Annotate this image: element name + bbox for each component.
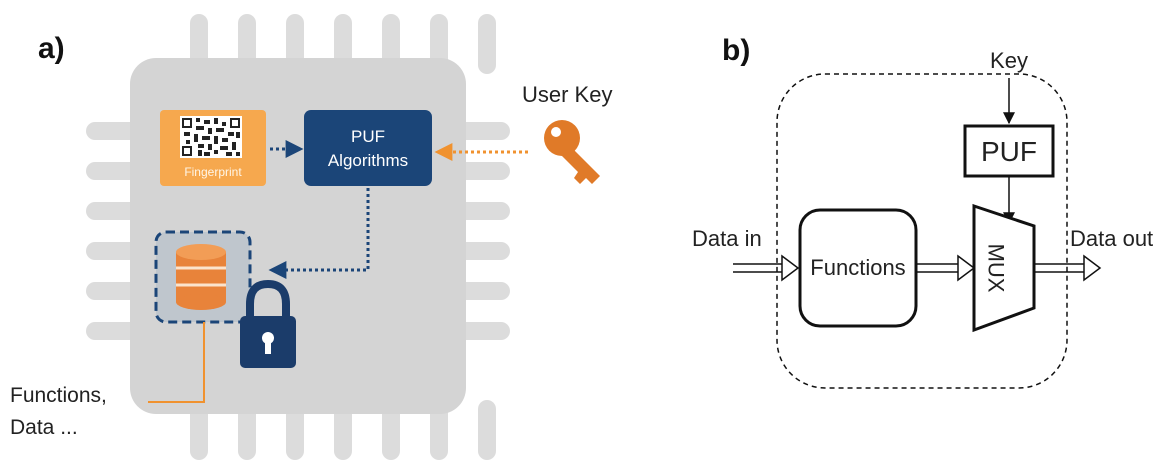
mux-block	[972, 203, 1036, 333]
functions-data-line	[148, 322, 205, 403]
fingerprint-label: Fingerprint	[184, 165, 242, 179]
data-in-label: Data in	[692, 226, 762, 251]
puf-to-storage-arrow	[268, 188, 370, 279]
functions-data-line2: Data ...	[10, 416, 78, 439]
functions-label: Functions	[810, 255, 905, 280]
secure-storage-box	[154, 230, 252, 324]
puf-algorithms-box: PUF Algorithms	[304, 110, 432, 186]
data-out-bus-arrow	[1034, 254, 1102, 282]
panel-a: a)	[10, 14, 612, 460]
functions-box	[798, 208, 918, 328]
fingerprint-box: Fingerprint	[160, 110, 266, 186]
data-out-label: Data out	[1070, 226, 1153, 251]
lock-icon	[240, 279, 296, 368]
functions-to-mux-bus-arrow	[916, 254, 976, 282]
puf-algorithms-line2: Algorithms	[328, 151, 408, 170]
mux-label: MUX	[984, 244, 1009, 293]
puf-algorithms-line1: PUF	[351, 127, 385, 146]
puf-box	[963, 124, 1055, 178]
panel-b-label: b)	[722, 34, 750, 67]
data-in-bus-arrow	[733, 254, 800, 282]
qr-code-icon	[180, 116, 242, 158]
user-key-label: User Key	[522, 82, 612, 107]
module-boundary	[776, 73, 1068, 389]
key-icon	[544, 120, 600, 184]
database-icon	[176, 244, 226, 310]
panel-a-label: a)	[38, 32, 65, 65]
puf-label: PUF	[981, 136, 1037, 167]
panel-b: b) Key PUF Data in Functions MUX	[692, 34, 1153, 389]
functions-data-line1: Functions,	[10, 384, 107, 407]
key-label: Key	[990, 48, 1028, 73]
